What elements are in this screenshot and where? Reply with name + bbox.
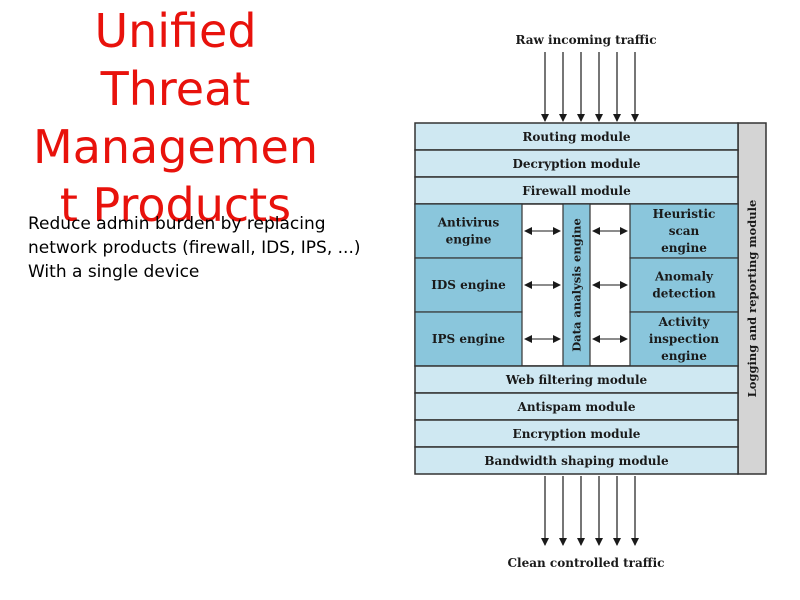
engine-label: Heuristic (653, 207, 716, 221)
body-line: network products (firewall, IDS, IPS, ..… (28, 238, 361, 258)
title-line: Unified (94, 4, 257, 58)
module-box (414, 365, 739, 394)
module-label: Bandwidth shaping module (484, 454, 669, 468)
engine-box (414, 311, 523, 367)
engine-label: engine (661, 349, 707, 363)
output-traffic-label: Clean controlled traffic (507, 556, 664, 570)
module-label: Firewall module (522, 184, 631, 198)
module-label: Web filtering module (505, 373, 648, 387)
engine-box (629, 311, 739, 367)
module-box (414, 446, 739, 475)
slide-title: Unified Threat Managemen t Products (8, 2, 343, 234)
data-analysis-engine-box (562, 203, 591, 367)
engine-label: engine (446, 233, 492, 247)
logging-module (737, 122, 767, 475)
slide-body: Reduce admin burden by replacing network… (28, 212, 361, 284)
module-label: Decryption module (512, 157, 640, 171)
module-box (414, 419, 739, 448)
title-line: Threat (100, 62, 251, 116)
data-analysis-engine-label: Data analysis engine (570, 218, 584, 352)
engine-label: Activity (658, 315, 711, 329)
engine-box (629, 257, 739, 313)
title-line: t Products (59, 178, 292, 232)
body-line: Reduce admin burden by replacing (28, 214, 326, 234)
module-label: Encryption module (513, 427, 641, 441)
module-box (414, 176, 739, 205)
engine-label: engine (661, 241, 707, 255)
engine-label: IPS engine (432, 332, 506, 346)
engine-label: inspection (649, 332, 719, 346)
module-box (414, 392, 739, 421)
engine-box (629, 203, 739, 259)
engine-box (414, 203, 523, 259)
engine-box (414, 257, 523, 313)
title-line: Managemen (33, 120, 318, 174)
input-traffic-label: Raw incoming traffic (515, 33, 656, 47)
module-label: Routing module (522, 130, 630, 144)
engine-label: detection (652, 287, 716, 301)
module-box (414, 122, 739, 151)
engine-label: Antivirus (437, 216, 500, 230)
engine-label: IDS engine (431, 278, 506, 292)
engine-label: Anomaly (654, 270, 714, 284)
module-box (414, 149, 739, 178)
module-label: Antispam module (517, 400, 636, 414)
body-line: With a single device (28, 262, 200, 282)
logging-module-label: Logging and reporting module (745, 200, 759, 398)
engine-label: scan (669, 224, 700, 238)
